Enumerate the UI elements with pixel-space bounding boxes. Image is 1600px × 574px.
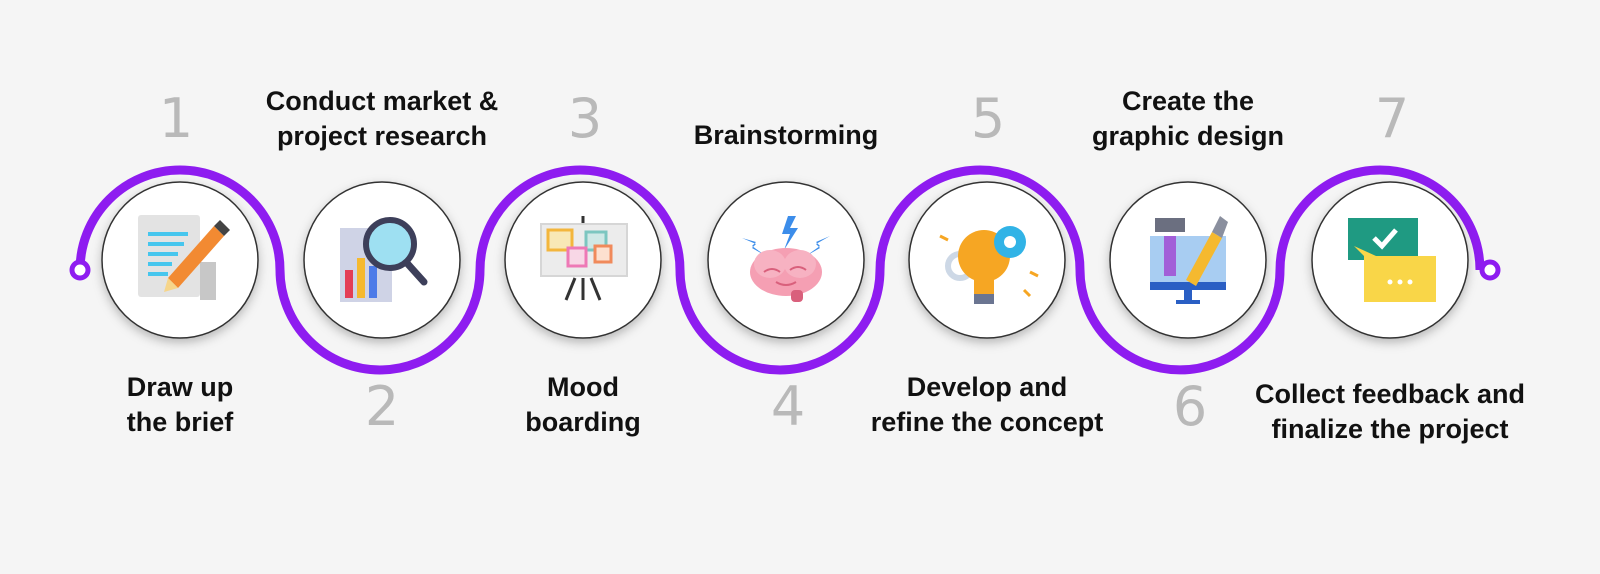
step-label-7-line-2: finalize the project xyxy=(1271,414,1509,444)
step-label-4-line-1: Brainstorming xyxy=(693,120,879,150)
step-circle-3 xyxy=(504,181,662,339)
step-label-2-line-1: Conduct market & xyxy=(265,86,499,116)
step-label-1: Draw up the brief xyxy=(40,370,320,440)
step-number-7: 7 xyxy=(1374,87,1410,150)
step-label-7-line-1: Collect feedback and xyxy=(1254,379,1526,409)
step-number-4: 4 xyxy=(770,375,806,438)
step-label-1-line-1: Draw up xyxy=(126,372,234,402)
step-label-3-line-2: boarding xyxy=(525,407,641,437)
step-label-2: Conduct market & project research xyxy=(242,84,522,154)
connector-path xyxy=(75,165,1485,375)
path-start-dot xyxy=(69,259,91,281)
chat-bubbles-check-icon xyxy=(1348,218,1436,302)
step-number-3: 3 xyxy=(567,87,603,150)
brain-lightning-icon xyxy=(742,216,830,302)
chart-magnifier-icon xyxy=(340,217,428,302)
step-circle-7 xyxy=(1311,181,1469,339)
step-label-3: Mood boarding xyxy=(443,370,723,440)
step-circle-6 xyxy=(1109,181,1267,339)
step-label-3-line-1: Mood xyxy=(547,372,619,402)
step-label-7: Collect feedback and finalize the projec… xyxy=(1240,377,1540,447)
step-label-5: Develop and refine the concept xyxy=(847,370,1127,440)
step-number-2: 2 xyxy=(364,375,400,438)
easel-moodboard-icon xyxy=(540,216,628,301)
step-label-6: Create the graphic design xyxy=(1048,84,1328,154)
step-label-6-line-1: Create the xyxy=(1121,86,1255,116)
path-end-dot xyxy=(1479,259,1501,281)
step-label-2-line-2: project research xyxy=(276,121,488,151)
lightbulb-gears-icon xyxy=(939,226,1039,304)
step-label-5-line-1: Develop and xyxy=(906,372,1068,402)
step-circle-1 xyxy=(101,181,259,339)
step-label-5-line-2: refine the concept xyxy=(870,407,1104,437)
step-number-5: 5 xyxy=(970,87,1006,150)
step-label-6-line-2: graphic design xyxy=(1091,121,1285,151)
step-circle-5 xyxy=(908,181,1066,339)
step-number-1: 1 xyxy=(158,87,194,150)
monitor-brush-icon xyxy=(1150,216,1228,304)
document-pencil-icon xyxy=(138,215,230,300)
step-label-4: Brainstorming xyxy=(646,118,926,153)
step-circle-4 xyxy=(707,181,865,339)
step-label-1-line-2: the brief xyxy=(126,407,234,437)
step-number-6: 6 xyxy=(1172,375,1208,438)
step-circle-2 xyxy=(303,181,461,339)
